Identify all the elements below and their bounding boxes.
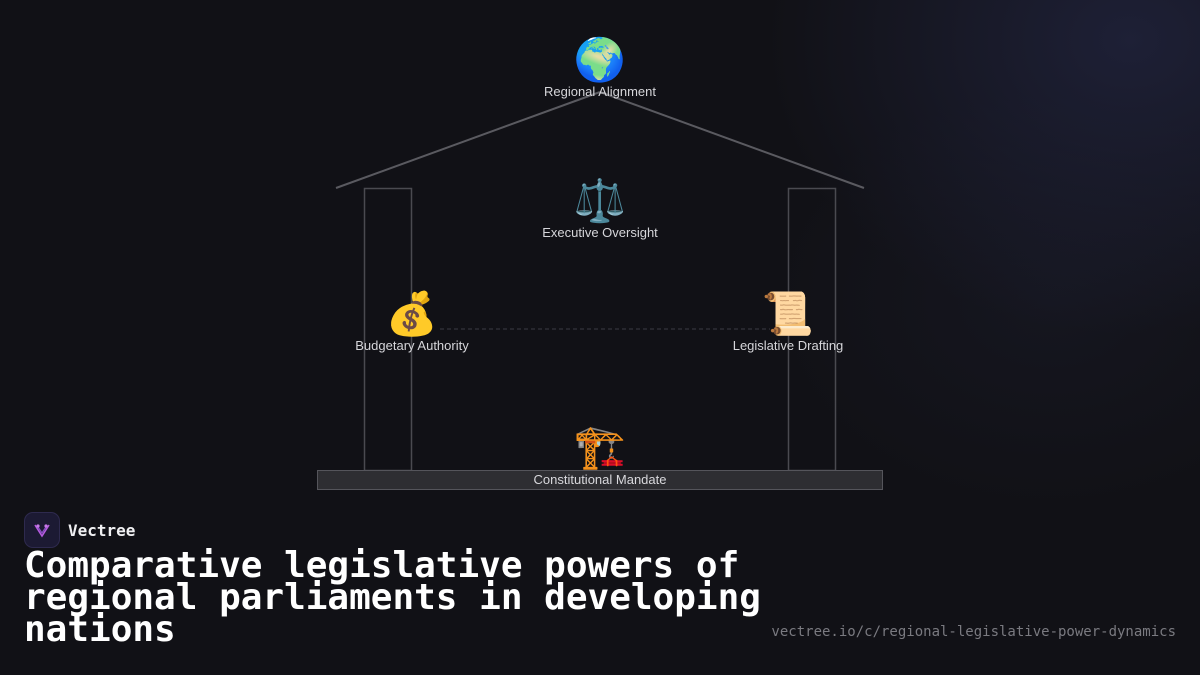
node-label: Legislative Drafting: [732, 338, 844, 353]
page-title: Comparative legislative powers of region…: [24, 545, 761, 650]
foundation-label: Constitutional Mandate: [533, 472, 667, 487]
brand: Vectree: [24, 512, 135, 548]
node-legislative-drafting: 📜 Legislative Drafting: [688, 290, 888, 354]
scales-icon: ⚖️: [573, 176, 627, 225]
node-label: Executive Oversight: [542, 225, 658, 240]
node-label: Budgetary Authority: [355, 338, 469, 353]
scroll-icon: 📜: [761, 289, 815, 338]
source-url: vectree.io/c/regional-legislative-power-…: [771, 624, 1176, 640]
construction-icon: 🏗️: [573, 422, 627, 471]
globe-icon: 🌍: [573, 35, 627, 84]
node-label: Regional Alignment: [543, 84, 657, 99]
foundation-bar: [317, 470, 883, 490]
node-executive-oversight: ⚖️ Executive Oversight: [500, 177, 700, 241]
node-budgetary-authority: 💰 Budgetary Authority: [312, 290, 512, 354]
brand-name: Vectree: [68, 520, 136, 540]
roof-left: [335, 91, 601, 189]
vectree-logo-icon: [24, 512, 60, 548]
money-bag-icon: 💰: [385, 289, 439, 338]
node-regional-alignment: 🌍 Regional Alignment: [500, 36, 700, 100]
roof-right: [599, 91, 865, 189]
node-constitutional-mandate: 🏗️: [500, 423, 700, 471]
